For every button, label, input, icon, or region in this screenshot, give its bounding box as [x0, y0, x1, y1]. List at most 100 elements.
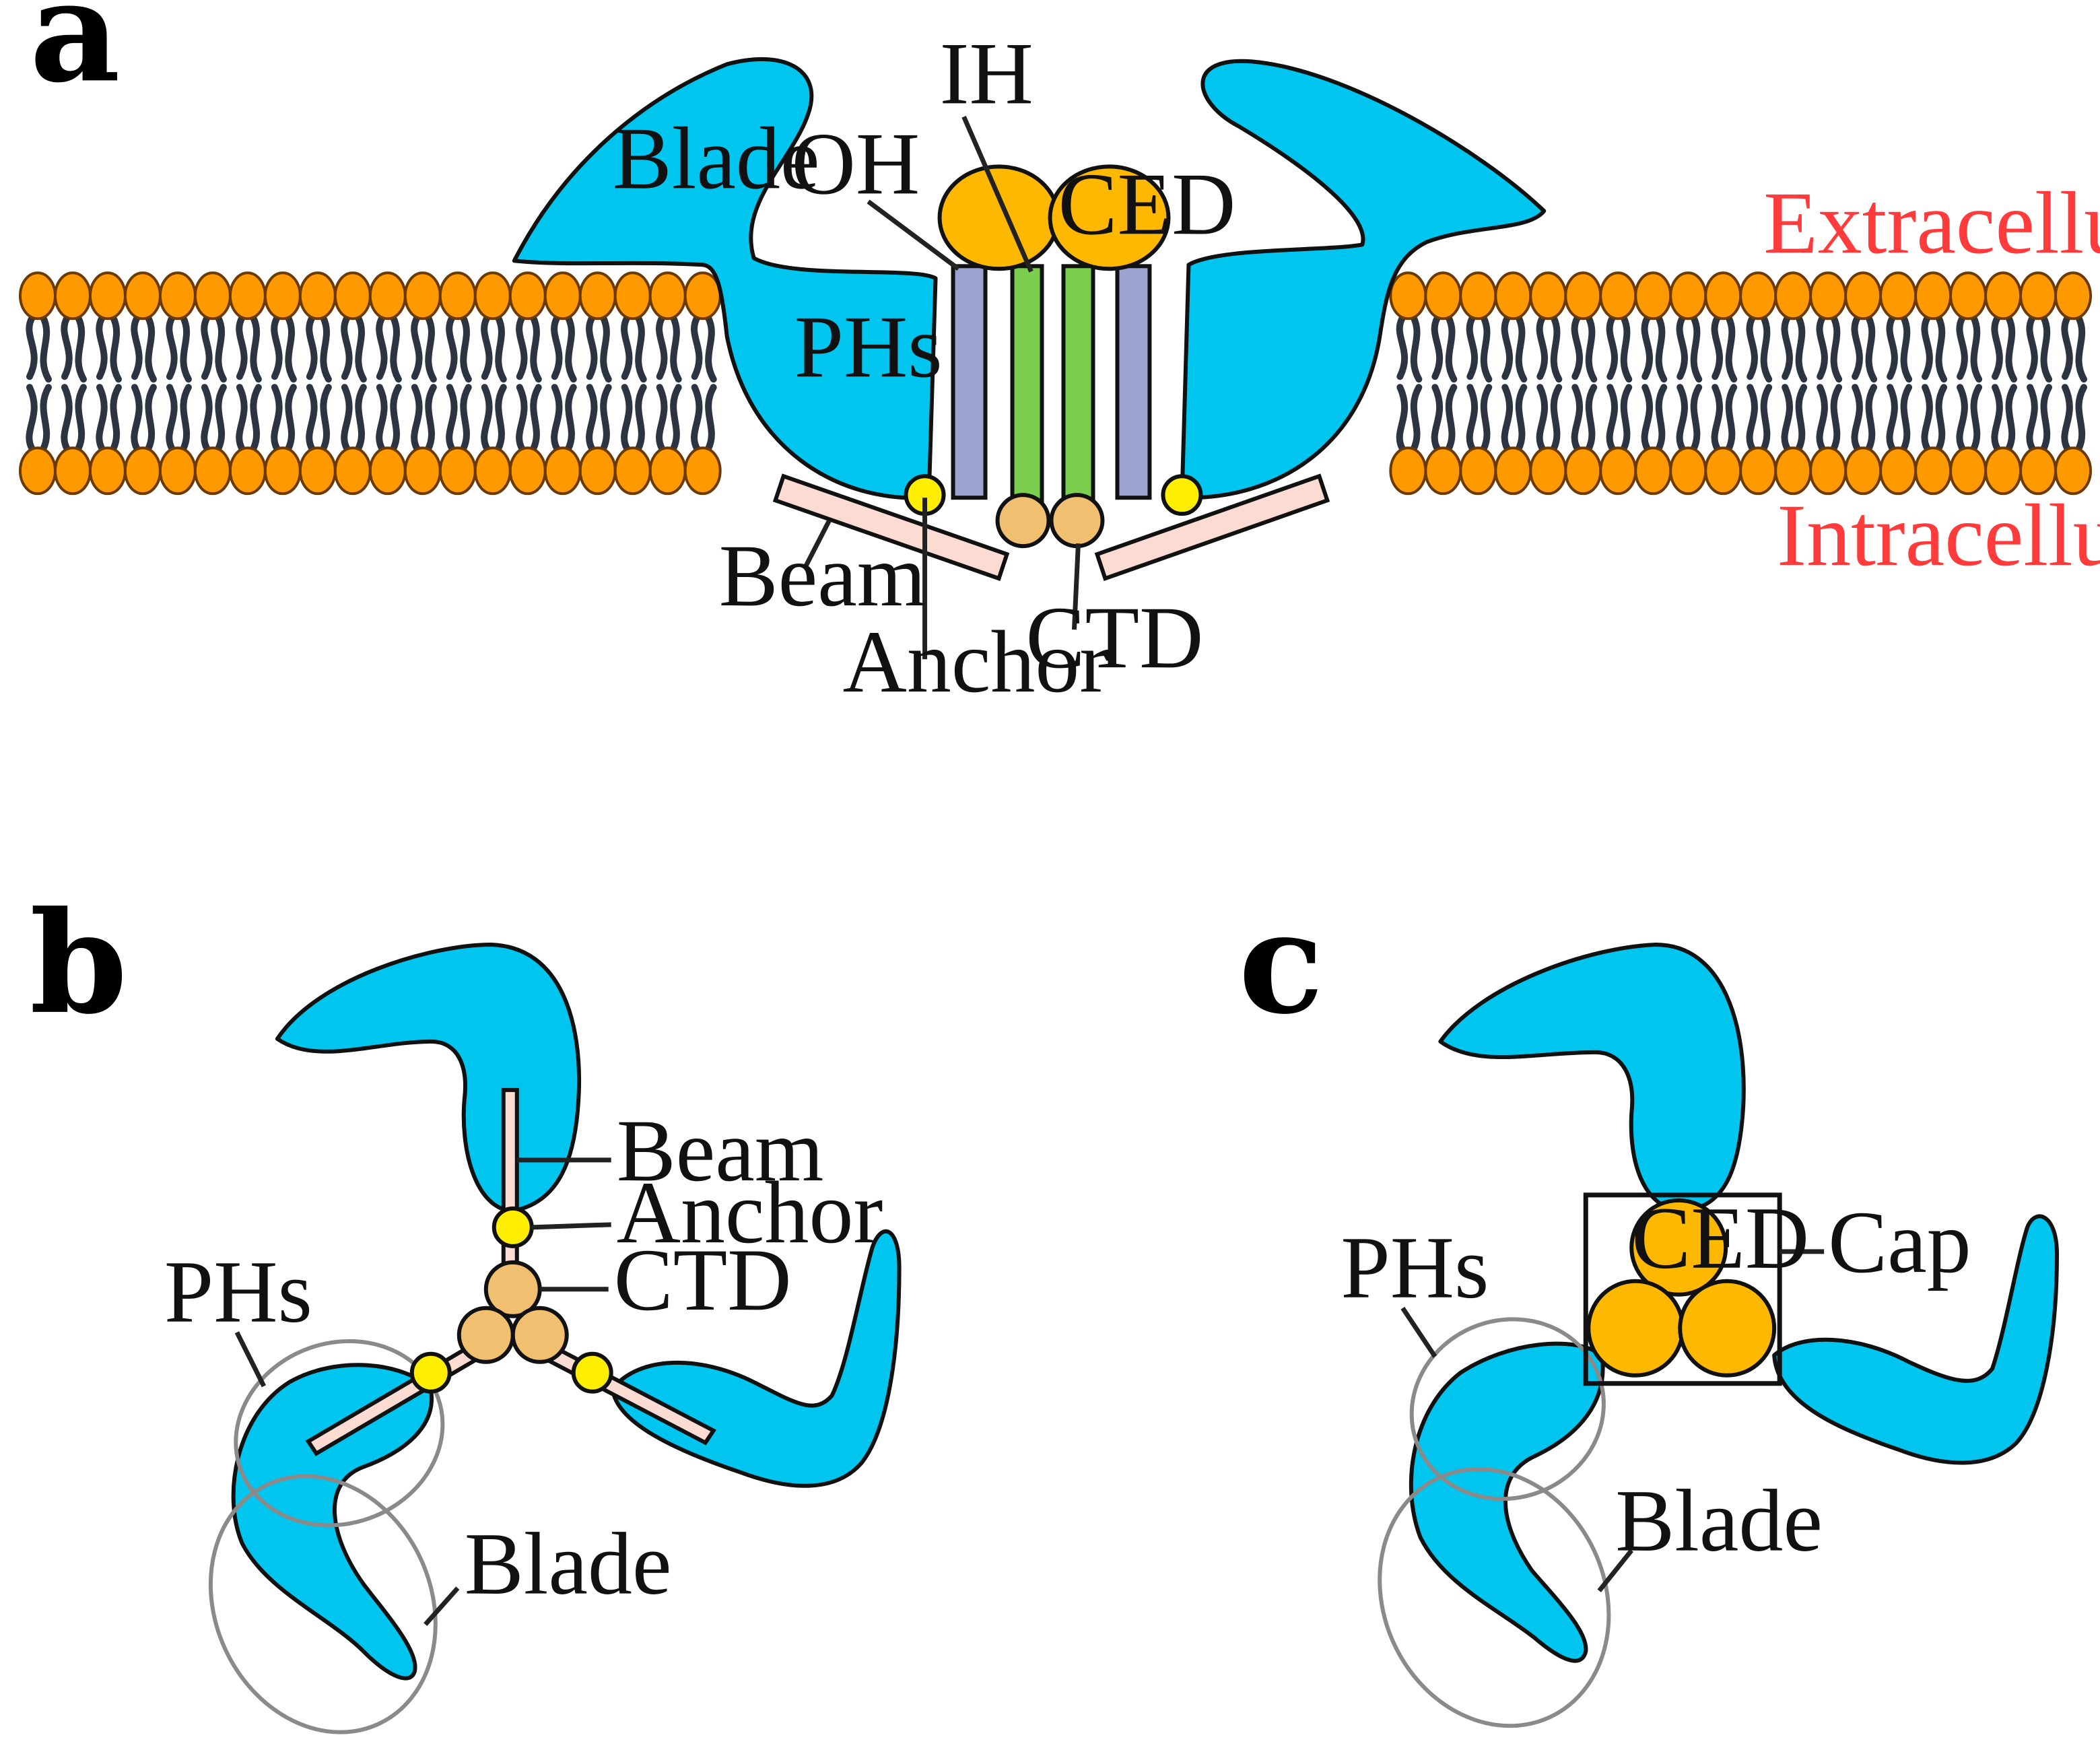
ctd-leader	[1071, 543, 1081, 630]
blade-left-c	[1409, 1341, 1605, 1663]
lipid-tail	[1886, 314, 1913, 383]
lipid-tail	[1991, 314, 2018, 383]
phs-label-c: PHs	[1341, 1218, 1489, 1317]
lipid-head	[1949, 271, 1988, 320]
lipid-tail	[1536, 384, 1563, 453]
ced-label: CED	[1058, 154, 1235, 253]
lipid-tail	[516, 314, 542, 383]
blade-phs-right	[1180, 59, 1547, 500]
lipid-head	[1669, 271, 1707, 320]
lipid-tail	[691, 384, 717, 453]
ctd-label-b: CTD	[614, 1230, 792, 1329]
panel-a: a Blade OH IH CED	[18, 0, 2100, 711]
lipid-head	[1914, 271, 1953, 320]
ctd-left-b	[456, 1306, 515, 1364]
lipid-tail	[26, 314, 52, 383]
lipid-tail	[411, 384, 437, 453]
lipid-bilayer-left	[18, 271, 722, 496]
ced-left-c	[1586, 1279, 1685, 1378]
lipid-head	[1494, 446, 1532, 496]
lipid-head	[1704, 271, 1742, 320]
lipid-head	[543, 446, 582, 496]
lipid-head	[368, 446, 407, 496]
blade-label-b: Blade	[465, 1514, 672, 1613]
cap-box	[1583, 1192, 1782, 1386]
lipid-tail	[131, 384, 157, 453]
lipid-head	[263, 271, 302, 320]
lipid-head	[403, 446, 442, 496]
lipid-tail	[1921, 384, 1948, 453]
lipid-tail	[376, 384, 402, 453]
lipid-tail	[1746, 314, 1773, 383]
lipid-tail	[376, 314, 402, 383]
lipid-tail	[2061, 314, 2088, 383]
lipid-tail	[236, 384, 262, 453]
lipid-head	[228, 446, 267, 496]
beam-label: Beam	[719, 526, 926, 625]
lipid-head	[648, 446, 687, 496]
lipid-head	[1599, 271, 1637, 320]
lipid-head	[1564, 271, 1602, 320]
lipid-head	[1844, 271, 1883, 320]
lipid-tail	[481, 384, 507, 453]
lipid-head	[508, 271, 547, 320]
lipid-head	[613, 446, 652, 496]
lipid-tail	[341, 314, 367, 383]
beam-left	[772, 473, 1010, 581]
anchor-top-b	[492, 1206, 534, 1248]
lipid-head	[123, 446, 162, 496]
lipid-tail	[2061, 384, 2088, 453]
panel-b-letter: b	[30, 881, 127, 1046]
lipid-tail	[1676, 384, 1703, 453]
lipid-tail	[1431, 314, 1458, 383]
panel-b: b Beam Anchor CTD PHs Blade	[30, 881, 902, 1734]
lipid-tail	[2026, 384, 2053, 453]
outer-helix-left	[951, 264, 988, 500]
ih-label: IH	[940, 24, 1034, 123]
lipid-head	[1494, 271, 1532, 320]
lipid-tail	[1641, 384, 1668, 453]
lipid-tail	[1781, 314, 1808, 383]
phs-ring-c	[1409, 1317, 1606, 1501]
lipid-head	[2054, 271, 2093, 320]
blade-right-c	[1772, 1214, 2060, 1465]
lipid-tail	[236, 314, 262, 383]
lipid-tail	[551, 384, 577, 453]
lipid-tail	[1781, 384, 1808, 453]
lipid-tail	[1711, 314, 1738, 383]
lipid-head	[1529, 271, 1567, 320]
lipid-tail	[1956, 384, 1983, 453]
lipid-tail	[1536, 314, 1563, 383]
lipid-tail	[1501, 314, 1528, 383]
lipid-head	[473, 446, 512, 496]
oh-label: OH	[792, 114, 920, 213]
lipid-tail	[656, 314, 682, 383]
blade-ring-c	[1378, 1467, 1611, 1728]
ih-leader	[961, 115, 1034, 273]
lipid-head	[1669, 446, 1707, 496]
panel-a-letter: a	[30, 0, 121, 114]
lipid-tail	[96, 384, 122, 453]
lipid-head	[88, 446, 127, 496]
ctd-right-b	[510, 1306, 569, 1364]
lipid-head	[18, 271, 57, 320]
beam-label-b: Beam	[617, 1101, 824, 1200]
anchor-left-b	[409, 1351, 452, 1394]
anchor-right	[1161, 474, 1203, 516]
lipid-head	[158, 271, 197, 320]
lipid-head	[1634, 271, 1672, 320]
lipid-tail	[656, 384, 682, 453]
lipid-tail	[1431, 384, 1458, 453]
blade-label-c: Blade	[1615, 1471, 1823, 1570]
phs-leader-c	[1400, 1306, 1437, 1358]
ced-top-c	[1629, 1198, 1728, 1297]
outer-helix-right	[1115, 264, 1152, 500]
lipid-bilayer-right	[1389, 271, 2093, 496]
lipid-tail	[1886, 384, 1913, 453]
lipid-tail	[131, 314, 157, 383]
beam-leader	[803, 519, 832, 569]
lipid-head	[1424, 446, 1462, 496]
lipid-head	[613, 271, 652, 320]
phs-ring-b	[234, 1339, 445, 1528]
